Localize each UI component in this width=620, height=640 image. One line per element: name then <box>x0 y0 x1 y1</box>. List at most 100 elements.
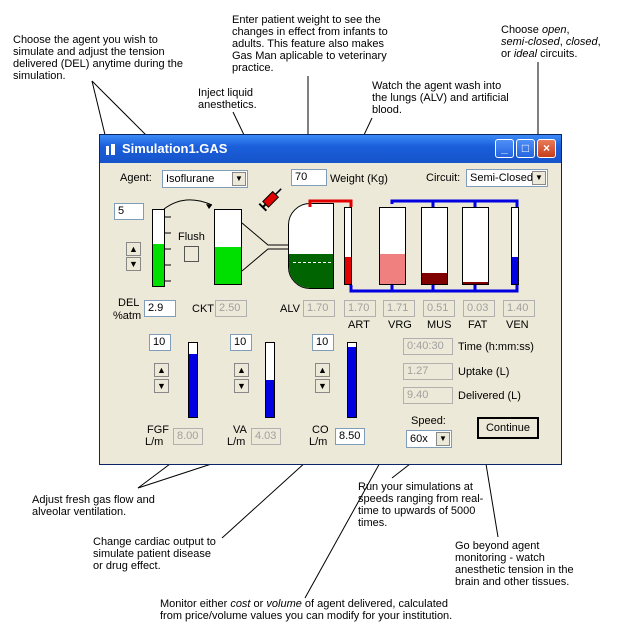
va-spin-value[interactable]: 10 <box>230 334 252 351</box>
co-fill <box>348 346 356 417</box>
del-label: DEL <box>118 297 140 309</box>
mus-label: MUS <box>427 319 452 331</box>
alv-fill <box>289 254 333 288</box>
mus-meter <box>421 207 448 285</box>
app-icon <box>105 142 117 156</box>
annotation-wash: Watch the agent wash into the lungs (ALV… <box>372 80 509 116</box>
mus-fill <box>422 272 447 284</box>
fgf-meter <box>188 342 198 418</box>
flush-label: Flush <box>178 231 205 243</box>
circulation-pipes <box>308 199 519 293</box>
airway-tube <box>242 222 290 272</box>
co-down-arrow-icon[interactable]: ▼ <box>315 379 330 393</box>
del-meter-ticks <box>165 209 173 287</box>
fat-meter <box>462 207 489 285</box>
agent-select-value: Isoflurane <box>166 173 215 185</box>
va-unit-label: L/m <box>227 436 246 448</box>
chevron-down-icon: ▼ <box>232 172 246 186</box>
syringe-icon[interactable] <box>257 183 287 213</box>
chevron-down-icon: ▼ <box>436 432 450 446</box>
vrg-fill <box>380 253 405 284</box>
chevron-down-icon: ▼ <box>532 171 546 185</box>
ckt-meter <box>214 209 242 285</box>
ckt-meter-fill <box>215 247 241 284</box>
ven-meter <box>511 207 519 285</box>
alv-lung <box>288 203 334 289</box>
weight-label: Weight (Kg) <box>330 173 388 185</box>
ckt-value: 2.50 <box>215 300 247 317</box>
art-value: 1.70 <box>344 300 376 317</box>
fat-value: 0.03 <box>463 300 495 317</box>
mus-value: 0.51 <box>423 300 455 317</box>
alv-label: ALV <box>280 303 300 315</box>
annotation-agent-choice: Choose the agent you wish to simulate an… <box>13 34 183 82</box>
uptake-value: 1.27 <box>403 363 453 380</box>
ven-value: 1.40 <box>503 300 535 317</box>
ven-fill <box>512 257 518 284</box>
annotation-cost: Monitor either cost or volume of agent d… <box>160 598 453 622</box>
co-unit-label: L/m <box>309 436 328 448</box>
annotation-beyond: Go beyond agent monitoring - watch anest… <box>455 540 574 588</box>
fgf-fill <box>189 354 197 417</box>
alv-value: 1.70 <box>303 300 335 317</box>
art-label: ART <box>348 319 370 331</box>
va-down-arrow-icon[interactable]: ▼ <box>234 379 249 393</box>
fgf-value: 8.00 <box>173 428 203 445</box>
annotation-speeds: Run your simulations at speeds ranging f… <box>358 481 484 529</box>
fat-label: FAT <box>468 319 488 331</box>
annotation-inject: Inject liquid anesthetics. <box>198 87 257 111</box>
annotation-circuits: Choose open, semi-closed, closed, or ide… <box>501 24 601 60</box>
fgf-up-arrow-icon[interactable]: ▲ <box>154 363 169 377</box>
delivered-value: 9.40 <box>403 387 453 404</box>
co-label: CO <box>312 424 329 436</box>
time-label: Time (h:mm:ss) <box>458 341 534 353</box>
art-meter <box>344 207 352 285</box>
fgf-spin-value[interactable]: 10 <box>149 334 171 351</box>
speed-select[interactable]: 60x ▼ <box>406 430 452 448</box>
co-meter <box>347 342 357 418</box>
speed-select-value: 60x <box>410 433 428 445</box>
co-input[interactable]: 8.50 <box>335 428 365 445</box>
time-value: 0:40:30 <box>403 338 453 355</box>
co-up-arrow-icon[interactable]: ▲ <box>315 363 330 377</box>
circuit-select[interactable]: Semi-Closed ▼ <box>466 169 548 187</box>
annotation-weight: Enter patient weight to see the changes … <box>232 14 388 74</box>
va-meter <box>265 342 275 418</box>
vrg-label: VRG <box>388 319 412 331</box>
del-meter-fill <box>153 244 164 286</box>
close-button[interactable]: × <box>537 139 556 158</box>
weight-input[interactable]: 70 <box>291 169 327 186</box>
co-spin-value[interactable]: 10 <box>312 334 334 351</box>
speed-label: Speed: <box>411 415 446 427</box>
del-up-arrow-icon[interactable]: ▲ <box>126 242 141 256</box>
agent-select[interactable]: Isoflurane ▼ <box>162 170 248 188</box>
minimize-button[interactable]: _ <box>495 139 514 158</box>
circuit-select-value: Semi-Closed <box>470 172 533 184</box>
del-meter <box>152 209 165 287</box>
annotation-cardiac: Change cardiac output to simulate patien… <box>93 536 216 572</box>
continue-button[interactable]: Continue <box>477 417 539 439</box>
del-input[interactable]: 2.9 <box>144 300 176 317</box>
ckt-label: CKT <box>192 303 214 315</box>
delivered-label: Delivered (L) <box>458 390 521 402</box>
va-up-arrow-icon[interactable]: ▲ <box>234 363 249 377</box>
agent-label: Agent: <box>120 172 152 184</box>
va-label: VA <box>233 424 247 436</box>
del-spin-value[interactable]: 5 <box>114 203 144 220</box>
fgf-down-arrow-icon[interactable]: ▼ <box>154 379 169 393</box>
uptake-label: Uptake (L) <box>458 366 510 378</box>
window-title: Simulation1.GAS <box>122 141 228 156</box>
va-value: 4.03 <box>251 428 281 445</box>
simulation-window: Simulation1.GAS _ □ × Agent: Isoflurane … <box>99 134 562 465</box>
fat-fill <box>463 282 488 284</box>
annotation-fgf-va: Adjust fresh gas flow and alveolar venti… <box>32 494 155 518</box>
title-bar[interactable]: Simulation1.GAS _ □ × <box>100 135 561 163</box>
flush-button[interactable] <box>184 246 199 262</box>
alv-dash <box>293 262 331 263</box>
vrg-value: 1.71 <box>383 300 415 317</box>
del-unit-label: %atm <box>113 310 142 322</box>
circuit-label: Circuit: <box>426 172 461 184</box>
va-fill <box>266 380 274 417</box>
del-down-arrow-icon[interactable]: ▼ <box>126 257 141 271</box>
maximize-button[interactable]: □ <box>516 139 535 158</box>
